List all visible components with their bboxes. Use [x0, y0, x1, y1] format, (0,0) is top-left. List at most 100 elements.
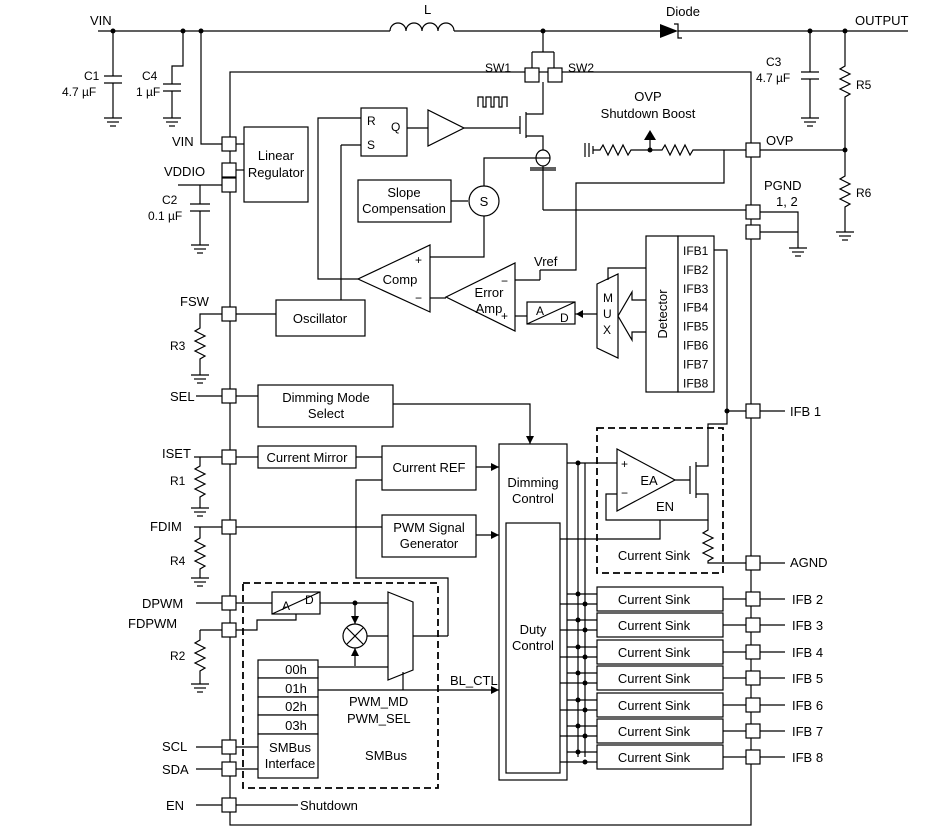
dimming-mode-select-block [257, 384, 394, 428]
adc-d: D [560, 311, 569, 325]
current-mirror-label: Current Mirror [267, 450, 349, 465]
dimming-control-label-1: Dimming [507, 475, 558, 490]
current-sink-4: Current Sink [560, 639, 746, 665]
output-label: OUTPUT [855, 13, 909, 28]
detector-input-4: IFB4 [683, 301, 709, 315]
ea-plus: + [621, 457, 628, 471]
pin-vin-label: VIN [172, 134, 194, 149]
ea-amplifier [616, 447, 677, 513]
linear-regulator-label-1: Linear [258, 148, 295, 163]
c1-label: C1 [84, 69, 100, 83]
duty-control-label-1: Duty [520, 622, 547, 637]
capacitor-c1 [104, 31, 122, 127]
pin-ifb8-label: IFB 8 [792, 750, 823, 765]
pin-sw2 [547, 67, 563, 83]
current-sink-5: Current Sink [560, 665, 746, 691]
linear-regulator-label-2: Regulator [248, 165, 305, 180]
pin-sw1 [524, 67, 540, 83]
current-ref-block [381, 445, 477, 491]
pin-ifb7-label: IFB 7 [792, 724, 823, 739]
pin-ifb2-label: IFB 2 [792, 592, 823, 607]
current-ref-label: Current REF [393, 460, 466, 475]
inductor-label: L [424, 2, 431, 17]
sr-latch-r: R [367, 114, 376, 128]
pwm-sel-label: PWM_SEL [347, 711, 411, 726]
ea-minus: − [621, 486, 628, 500]
duty-control-block [505, 522, 561, 774]
pin-pgnd-label: PGND [764, 178, 802, 193]
bl-ctl-label: BL_CTL [450, 673, 498, 688]
linear-regulator-block [243, 126, 309, 203]
r2-label: R2 [170, 649, 186, 663]
current-sink-label-5: Current Sink [618, 671, 691, 686]
pin-sda-label: SDA [162, 762, 189, 777]
mux-bus-arrow [617, 289, 646, 343]
ovp-title-2: Shutdown Boost [601, 106, 696, 121]
dimming-mode-label-2: Select [308, 406, 345, 421]
current-sink-label-7: Current Sink [618, 724, 691, 739]
r5-label: R5 [856, 78, 872, 92]
pin-ifb3-label: IFB 3 [792, 618, 823, 633]
current-sink-label-8: Current Sink [618, 750, 691, 765]
pin-fdim-label: FDIM [150, 519, 182, 534]
pwm-md-label: PWM_MD [349, 694, 408, 709]
pin-sel-label: SEL [170, 389, 195, 404]
r3-label: R3 [170, 339, 186, 353]
c1-value: 4.7 µF [62, 85, 96, 99]
c2-value: 0.1 µF [148, 209, 182, 223]
pin-ifb6-label: IFB 6 [792, 698, 823, 713]
reg-02h: 02h [285, 699, 307, 714]
pin-pgnd-num: 1, 2 [776, 194, 798, 209]
pwm-gen-label-2: Generator [400, 536, 459, 551]
current-sink-label-4: Current Sink [618, 645, 691, 660]
error-amp-block [444, 262, 516, 332]
pin-ovp-label: OVP [766, 133, 793, 148]
ea-en-label: EN [656, 499, 674, 514]
resistor-r6 [836, 150, 854, 241]
detector-inputs [677, 235, 715, 393]
pin-ifb4-label: IFB 4 [792, 645, 823, 660]
register-table [257, 659, 319, 779]
right-pins [745, 142, 761, 765]
summing-node-label: S [480, 194, 489, 209]
r1-label: R1 [170, 474, 186, 488]
c3-label: C3 [766, 55, 782, 69]
dpwm-adc-d: D [305, 593, 314, 607]
current-sense-icon [483, 149, 746, 211]
dimming-control-label-2: Control [512, 491, 554, 506]
c4-label: C4 [142, 69, 158, 83]
inductor-symbol [389, 22, 455, 32]
mux-x: X [603, 323, 611, 337]
reg-00h: 00h [285, 662, 307, 677]
sr-latch-q: Q [391, 120, 400, 134]
comparator-block [356, 244, 431, 313]
oscillator-block [275, 299, 366, 337]
c3-value: 4.7 µF [756, 71, 790, 85]
pwm-generator-block [381, 514, 477, 558]
capacitor-c3 [801, 31, 819, 127]
vref-label: Vref [534, 254, 558, 269]
adc-a: A [536, 304, 544, 318]
current-sink-8: Current Sink [560, 744, 746, 770]
pin-en-label: EN [166, 798, 184, 813]
dimming-mode-label-1: Dimming Mode [282, 390, 369, 405]
c4-value: 1 µF [136, 85, 160, 99]
current-sink-label-2: Current Sink [618, 592, 691, 607]
current-sink-3: Current Sink [560, 612, 746, 638]
pin-ifb5-label: IFB 5 [792, 671, 823, 686]
detector-input-3: IFB3 [683, 282, 709, 296]
gate-driver-buffer [427, 109, 466, 147]
ovp-divider [584, 130, 746, 157]
slope-comp-label-1: Slope [387, 185, 420, 200]
mux-u: U [603, 307, 612, 321]
left-pins [221, 136, 237, 813]
resistor-r2 [191, 629, 222, 693]
detector-label: Detector [655, 289, 670, 339]
pin-fdpwm-label: FDPWM [128, 616, 177, 631]
smbus-interface-label-1: SMBus [269, 740, 311, 755]
current-sink-1-group [596, 427, 724, 574]
current-sink-6: Current Sink [560, 692, 746, 718]
power-mosfet-icon [519, 82, 544, 150]
